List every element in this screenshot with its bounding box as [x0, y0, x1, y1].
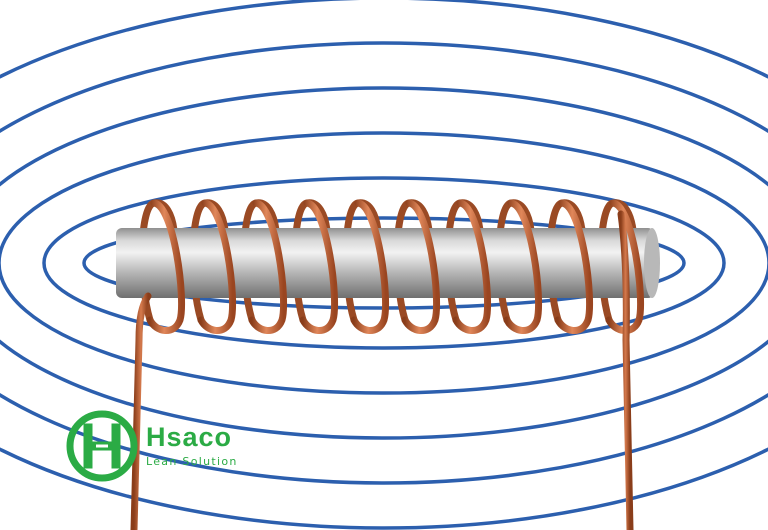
coil-turn-5: [350, 199, 390, 334]
coil-lead-wires: [130, 210, 634, 530]
coil-turn-10: [605, 199, 645, 334]
logo-name: Hsaco: [146, 422, 233, 452]
field-line-5: [0, 41, 768, 485]
coil-turn-9: [554, 199, 594, 334]
right-lead-wire: [617, 210, 634, 530]
hsaco-logo-icon: [66, 410, 138, 482]
coil-turn-1: [146, 199, 186, 334]
coil-turn-3: [248, 199, 288, 334]
left-lead-wire: [130, 292, 152, 530]
coil-turn-2: [197, 199, 237, 334]
logo-tagline: Lean Solution: [146, 455, 238, 468]
coil-front-turns: [146, 199, 645, 334]
coil-turn-6: [401, 199, 441, 334]
field-line-3: [0, 131, 768, 395]
logo-text: Hsaco Lean Solution: [146, 423, 238, 469]
field-line-4: [0, 86, 768, 440]
coil-turn-4: [299, 199, 339, 334]
coil-turn-7: [452, 199, 492, 334]
coil-turn-8: [503, 199, 543, 334]
hsaco-logo: Hsaco Lean Solution: [66, 410, 238, 482]
field-line-2: [42, 176, 726, 350]
